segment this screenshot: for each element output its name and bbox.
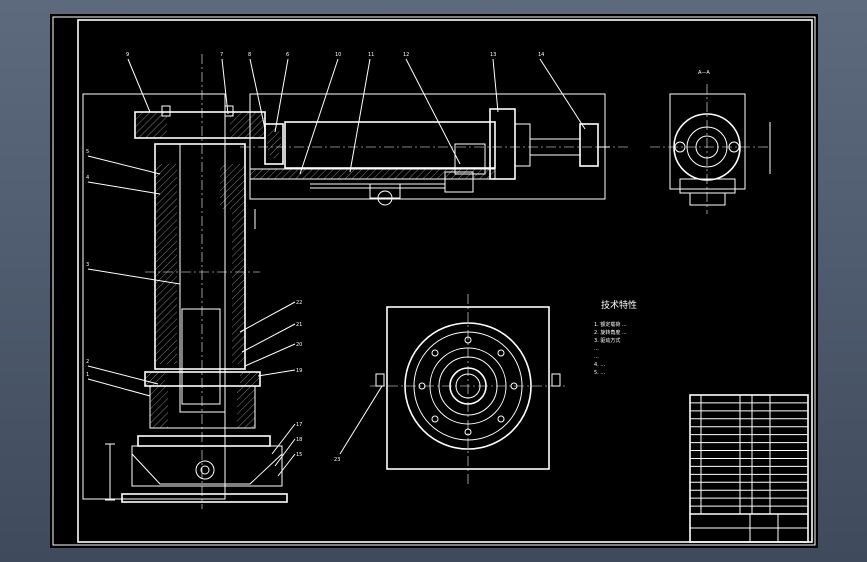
tech-note-1: 1. 额定载荷 ... (594, 321, 627, 328)
bolt-circle (418, 336, 518, 436)
part-label-right-7: 15 (296, 452, 302, 458)
tech-note-6: 4. ... (594, 362, 606, 368)
part-label-right-5: 17 (296, 422, 302, 428)
part-label-top-4: 6 (286, 52, 289, 58)
tech-note-4: ... (594, 346, 599, 352)
part-label-left-4: 2 (86, 359, 89, 365)
cad-drawing-viewport[interactable]: 9 7 8 6 10 11 12 13 14 5 4 3 2 1 22 21 2… (50, 14, 818, 548)
part-label-top-9: 14 (538, 52, 544, 58)
tech-note-7: 5. ... (594, 370, 606, 376)
part-label-top-2: 7 (220, 52, 223, 58)
part-label-left-3: 3 (86, 262, 89, 268)
drawing-canvas: 9 7 8 6 10 11 12 13 14 5 4 3 2 1 22 21 2… (52, 16, 816, 546)
part-label-top-5: 10 (335, 52, 341, 58)
part-label-left-2: 4 (86, 175, 89, 181)
column-assembly (82, 54, 288, 509)
part-label-right-6: 18 (296, 437, 302, 443)
part-label-top-7: 12 (403, 52, 409, 58)
plan-view: 23 (334, 294, 565, 484)
technical-notes: 技术特性 1. 额定载荷 ... 2. 旋转角度 ... 3. 驱动方式 ...… (594, 299, 637, 376)
part-label-right-1: 22 (296, 300, 302, 306)
part-label-left-1: 5 (86, 149, 89, 155)
part-label-right-3: 20 (296, 342, 302, 348)
plan-part-label: 23 (334, 457, 340, 463)
part-label-top-8: 13 (490, 52, 496, 58)
tech-title: 技术特性 (601, 299, 637, 311)
part-label-top-3: 8 (248, 52, 251, 58)
tech-note-2: 2. 旋转角度 ... (594, 329, 627, 336)
part-label-right-2: 21 (296, 322, 302, 328)
drawing-frame-inner (77, 19, 813, 543)
part-leaders: 9 7 8 6 10 11 12 13 14 5 4 3 2 1 22 21 2… (86, 52, 586, 477)
section-label: A—A (698, 70, 710, 76)
arm-assembly (240, 93, 630, 206)
part-label-top-1: 9 (126, 52, 129, 58)
part-label-right-4: 19 (296, 368, 302, 374)
tech-note-5: ... (594, 354, 599, 360)
tech-note-3: 3. 驱动方式 (594, 337, 620, 344)
title-block (689, 394, 809, 543)
drawing-frame-outer (52, 16, 816, 546)
part-label-top-6: 11 (368, 52, 374, 58)
part-label-left-5: 1 (86, 372, 89, 378)
section-view-aa: A—A (650, 70, 771, 214)
